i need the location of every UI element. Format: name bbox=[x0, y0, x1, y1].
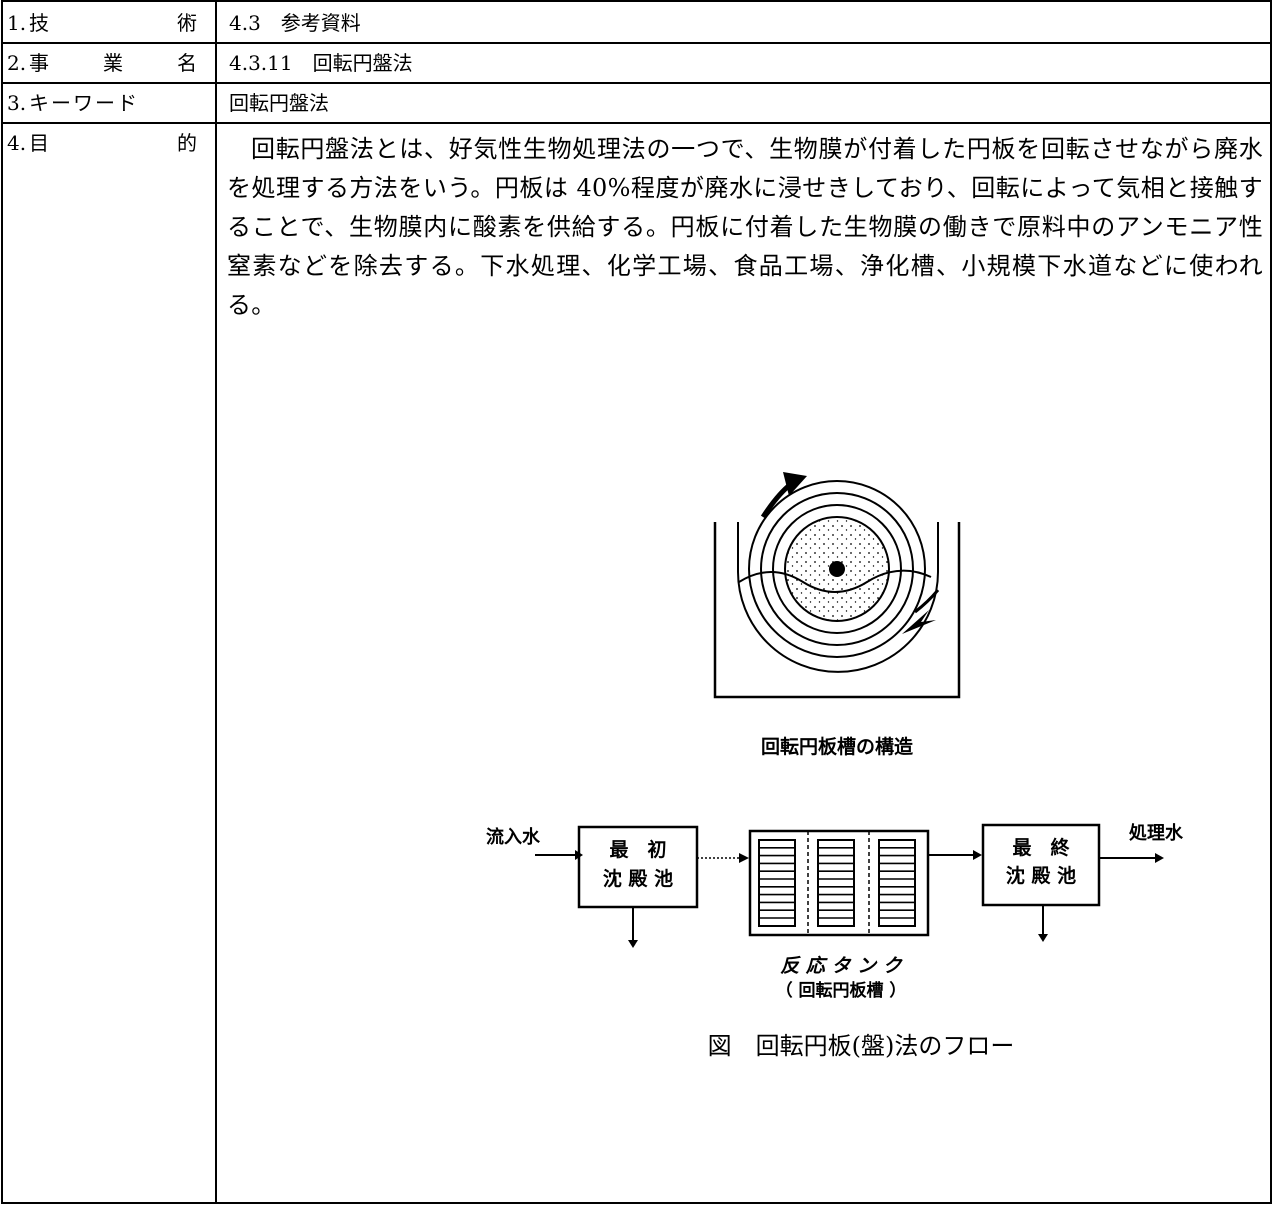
reaction-tank-label: 反 応 タ ン ク bbox=[780, 955, 903, 977]
disc-axle bbox=[829, 561, 845, 577]
disc-stack bbox=[817, 839, 855, 927]
primary-tank-line1: 最 初 bbox=[609, 838, 666, 861]
purpose-paragraph: 回転円盤法とは、好気性生物処理法の一つで、生物膜が付着した円板を回転させながら廃… bbox=[227, 135, 1263, 319]
disc-ring bbox=[772, 504, 902, 634]
reaction-tank bbox=[748, 829, 930, 937]
row-label-char: 事 bbox=[29, 51, 49, 75]
row-title: 技術 bbox=[29, 13, 197, 33]
disc-ring bbox=[760, 492, 914, 646]
row-label-char: ー bbox=[51, 91, 73, 115]
final-tank-line1: 最 終 bbox=[1012, 836, 1070, 859]
flow-caption: 図 回転円板(盤)法のフロー bbox=[708, 1032, 1015, 1060]
row-value: 回転円盤法 bbox=[229, 91, 329, 115]
rotation-arrow-bottom bbox=[914, 589, 940, 614]
table-row: 1. 技術 4.3 参考資料 bbox=[3, 2, 1270, 44]
row-number: 1. bbox=[7, 11, 27, 35]
row-label-char: ド bbox=[117, 91, 139, 115]
disc-stack bbox=[878, 839, 916, 927]
row-title: 目的 bbox=[29, 133, 197, 153]
disc-caption: 回転円板槽の構造 bbox=[761, 735, 914, 758]
table-row: 3. キーワード 回転円盤法 bbox=[3, 82, 1270, 124]
row-label-char: ワ bbox=[73, 91, 95, 115]
tank-outline bbox=[713, 522, 961, 699]
outflow-label: 処理水 bbox=[1129, 822, 1184, 844]
column-divider bbox=[215, 2, 217, 1202]
row-number: 3. bbox=[7, 91, 27, 115]
row-number: 4. bbox=[7, 131, 27, 155]
disc-stacks bbox=[758, 839, 916, 927]
row-label-char: 的 bbox=[177, 131, 197, 155]
row-label-char: 目 bbox=[29, 131, 49, 155]
disc-ring-outer bbox=[748, 480, 926, 658]
final-tank-line2: 沈 殿 池 bbox=[1006, 864, 1076, 887]
reaction-tank-sublabel: （ 回転円板槽 ） bbox=[776, 980, 907, 1001]
water-surface bbox=[738, 569, 932, 593]
row-label-char: 業 bbox=[103, 51, 123, 75]
row-title: キーワード bbox=[29, 93, 197, 113]
row-label-char: 技 bbox=[29, 11, 49, 35]
row-number: 2. bbox=[7, 51, 27, 75]
table-row: 4. 目的 bbox=[3, 122, 1270, 1206]
flow-diagram: 流入水 最 初 沈 殿 池 反 応 タ ン ク （ 回転円板槽 ） bbox=[486, 822, 1184, 1001]
row-label-char: キ bbox=[29, 91, 51, 115]
row-label-char: 名 bbox=[177, 51, 197, 75]
disc-tank-diagram: 回転円板槽の構造 bbox=[713, 472, 961, 758]
primary-tank-line2: 沈 殿 池 bbox=[603, 867, 673, 890]
disc-stack bbox=[758, 839, 796, 927]
row-value: 4.3.11 回転円盤法 bbox=[229, 51, 413, 75]
row-title: 事業名 bbox=[29, 53, 197, 73]
table-row: 2. 事 業 名 4.3.11 回転円盤法 bbox=[3, 42, 1270, 84]
row-label-char: ー bbox=[95, 91, 117, 115]
final-settling-tank bbox=[981, 823, 1101, 907]
process-figure: 回転円板槽の構造 流入水 最 初 沈 殿 池 反 応 タ ン ク （ 回 bbox=[486, 472, 1184, 1060]
row-value: 4.3 参考資料 bbox=[229, 11, 361, 35]
rotation-arrowhead bbox=[783, 472, 807, 496]
rotation-arrowhead bbox=[902, 610, 936, 634]
primary-settling-tank bbox=[577, 825, 699, 909]
tank-inner-wall bbox=[737, 522, 939, 673]
row-label-char: 術 bbox=[177, 11, 197, 35]
inflow-label: 流入水 bbox=[486, 826, 541, 848]
